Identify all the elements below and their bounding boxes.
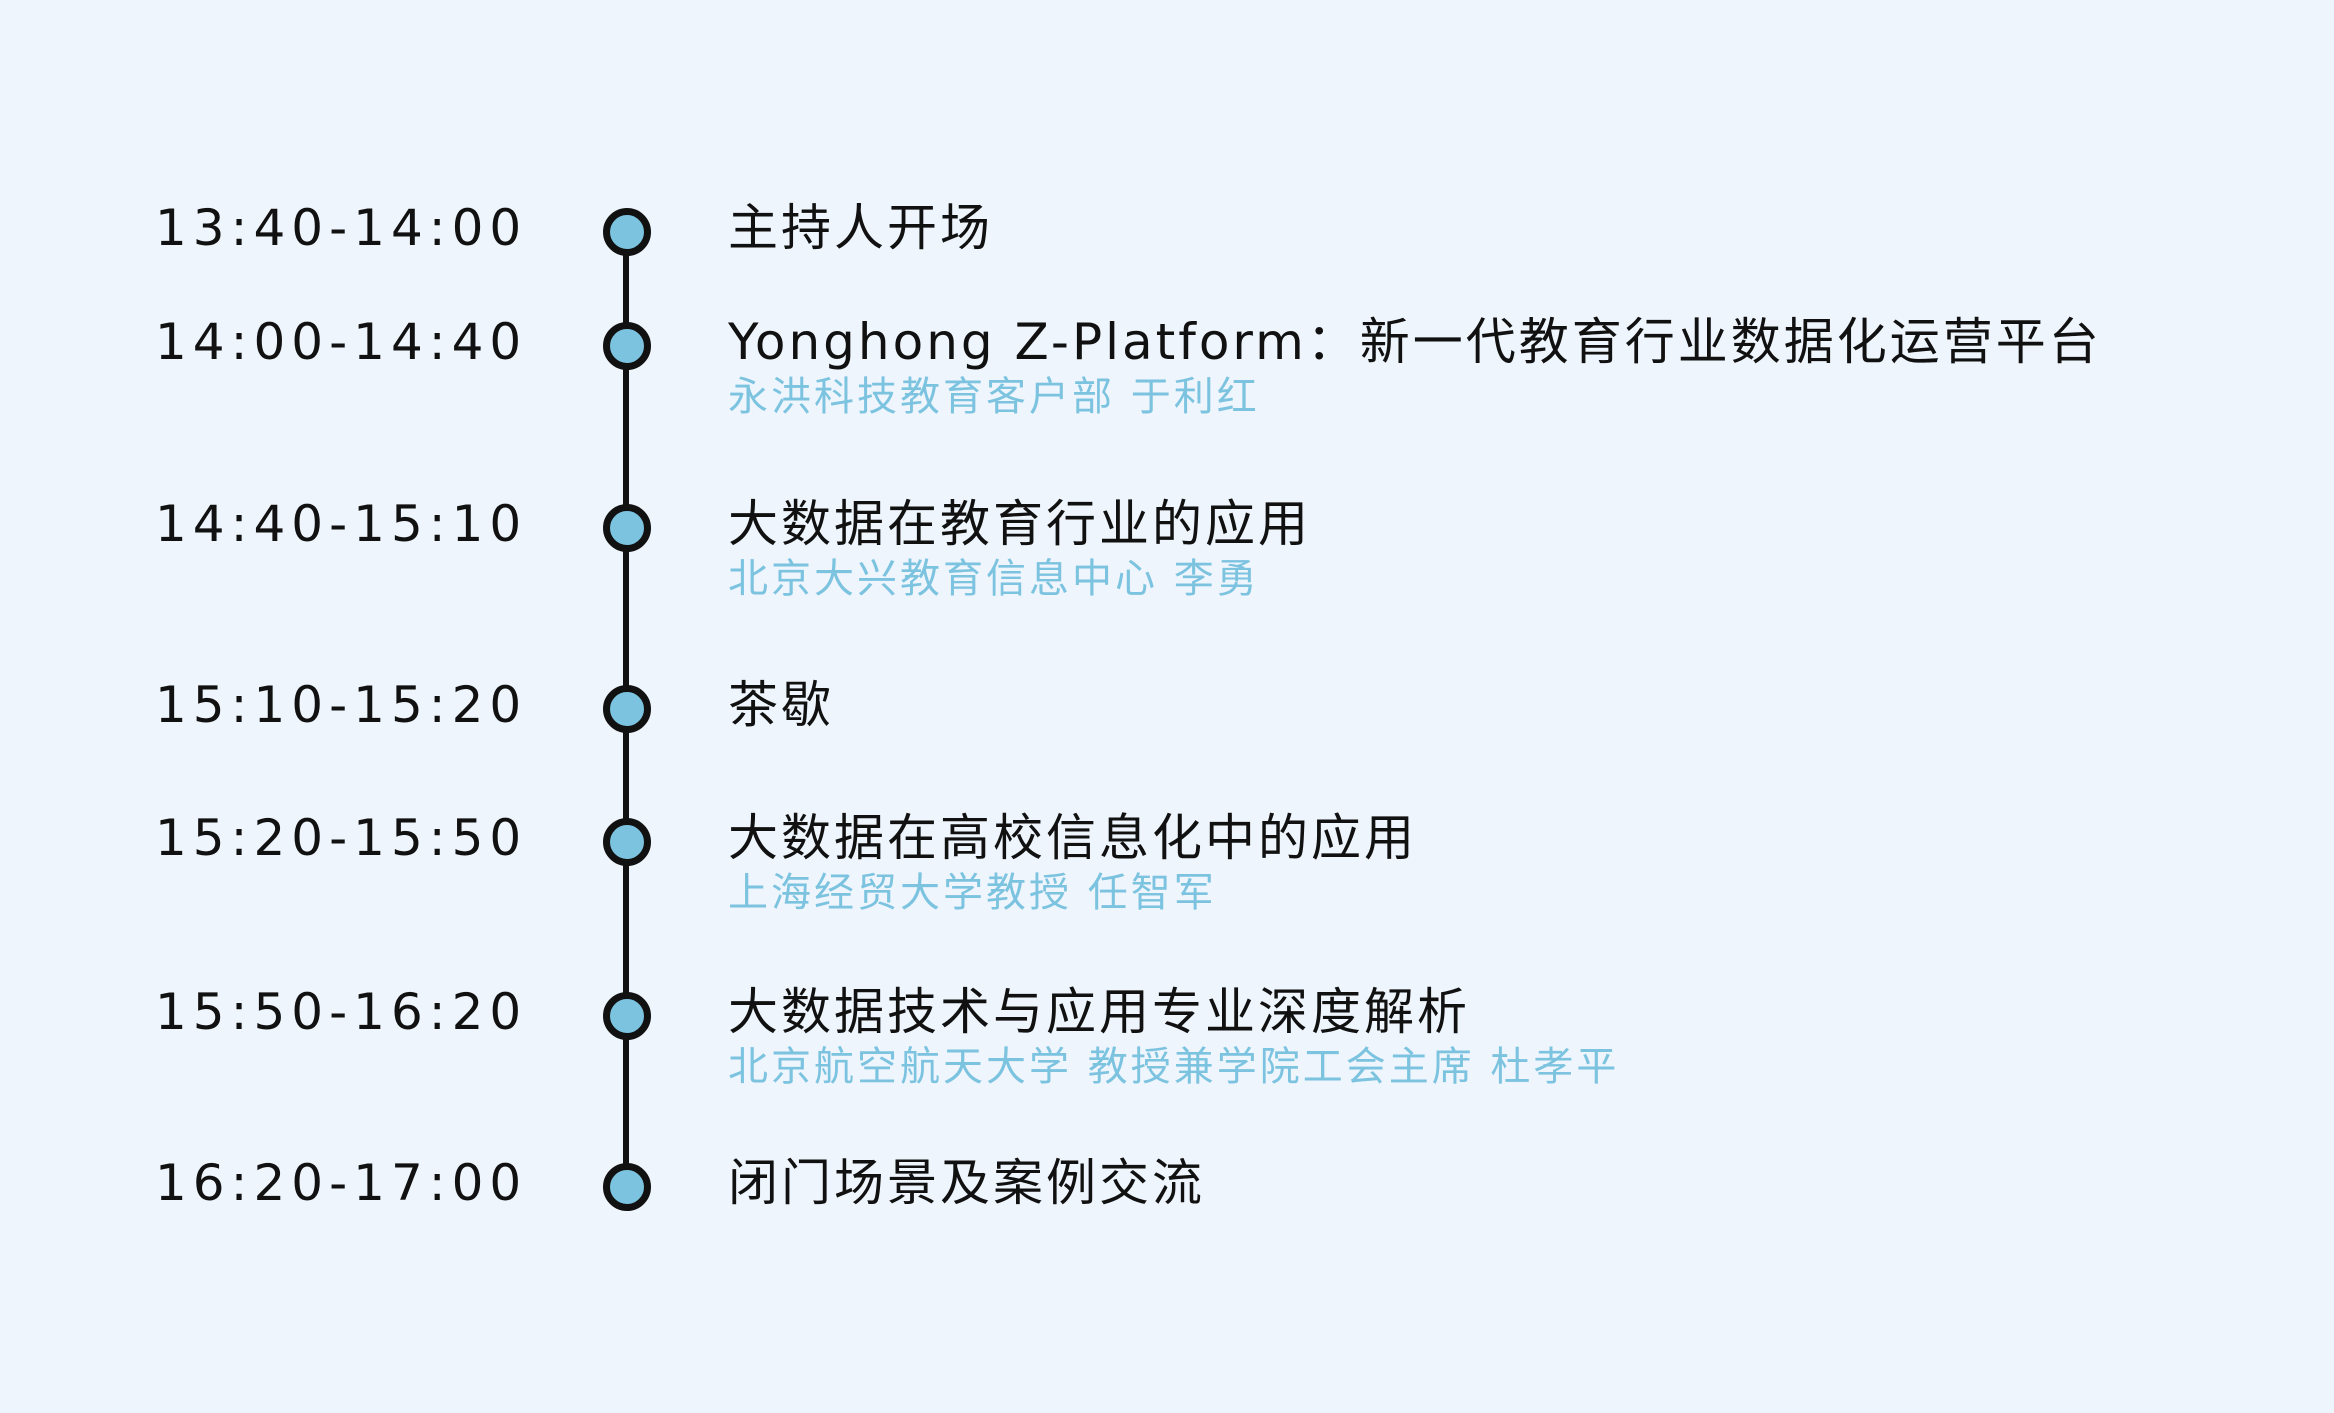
agenda-item: 14:00-14:40 Yonghong Z-Platform：新一代教育行业数… [0,314,2334,420]
agenda-time: 16:20-17:00 [155,1154,528,1212]
agenda-item: 14:40-15:10 大数据在教育行业的应用 北京大兴教育信息中心 李勇 [0,496,2334,602]
agenda-speaker: 北京大兴教育信息中心 李勇 [728,556,1260,602]
agenda-item: 15:10-15:20 茶歇 [0,677,2334,733]
agenda-title: 大数据在高校信息化中的应用 [728,809,1417,867]
agenda-title: Yonghong Z-Platform：新一代教育行业数据化运营平台 [728,313,2102,371]
agenda-title: 茶歇 [728,676,834,734]
agenda-speaker: 上海经贸大学教授 任智军 [728,870,1217,916]
agenda-item: 15:20-15:50 大数据在高校信息化中的应用 上海经贸大学教授 任智军 [0,810,2334,916]
agenda-time: 14:40-15:10 [155,495,528,553]
agenda-title: 大数据在教育行业的应用 [728,495,1311,553]
timeline-dot-icon [603,685,651,733]
agenda-item: 15:50-16:20 大数据技术与应用专业深度解析 北京航空航天大学 教授兼学… [0,984,2334,1090]
agenda-speaker: 永洪科技教育客户部 于利红 [728,374,1260,420]
agenda-title: 闭门场景及案例交流 [728,1154,1205,1212]
agenda-item: 16:20-17:00 闭门场景及案例交流 [0,1155,2334,1211]
agenda-title: 大数据技术与应用专业深度解析 [728,983,1470,1041]
agenda-title: 主持人开场 [728,199,993,257]
agenda-time: 15:20-15:50 [155,809,528,867]
agenda-item: 13:40-14:00 主持人开场 [0,200,2334,256]
agenda-time: 13:40-14:00 [155,199,528,257]
timeline-dot-icon [603,208,651,256]
agenda-time: 14:00-14:40 [155,313,528,371]
agenda-time: 15:10-15:20 [155,676,528,734]
agenda-speaker: 北京航空航天大学 教授兼学院工会主席 杜孝平 [728,1044,1620,1090]
timeline-dot-icon [603,992,651,1040]
timeline-dot-icon [603,322,651,370]
agenda-time: 15:50-16:20 [155,983,528,1041]
timeline-dot-icon [603,818,651,866]
timeline-dot-icon [603,504,651,552]
timeline-dot-icon [603,1163,651,1211]
